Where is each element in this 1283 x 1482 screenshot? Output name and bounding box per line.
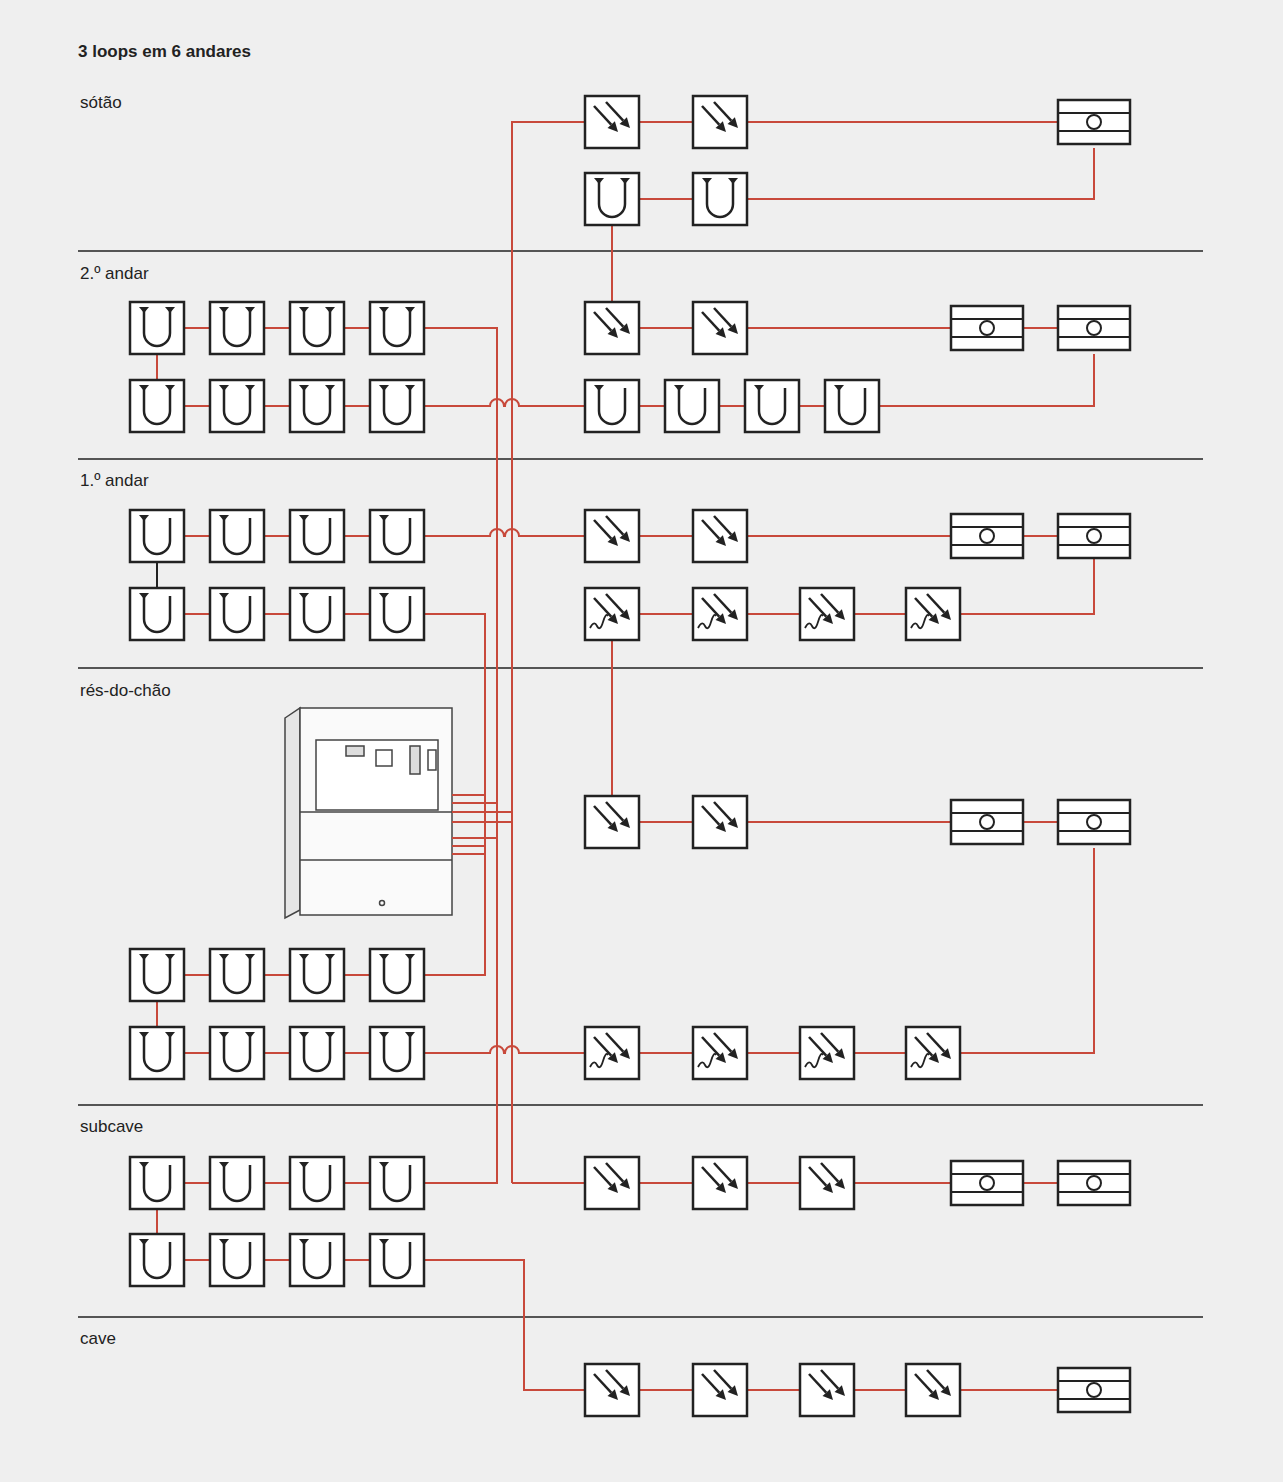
heat-detector-symbol: [290, 380, 344, 432]
heat-detector-symbol: [290, 302, 344, 354]
smoke-detector-symbol: [693, 510, 747, 562]
heat-detector-symbol: [210, 1027, 264, 1079]
heat-detector-symbol: [130, 510, 184, 562]
heat-detector-symbol: [210, 380, 264, 432]
floor-label: 1.º andar: [80, 471, 149, 491]
heat-detector-symbol: [290, 1234, 344, 1286]
manual-call-point-symbol: [951, 1161, 1023, 1205]
floor-label: subcave: [80, 1117, 143, 1137]
heat-detector-symbol: [130, 302, 184, 354]
heat-detector-symbol: [370, 949, 424, 1001]
multisensor-detector-symbol: [693, 1027, 747, 1079]
smoke-detector-symbol: [585, 96, 639, 148]
loop-wire: [452, 837, 497, 839]
smoke-detector-symbol: [585, 796, 639, 848]
heat-detector-symbol: [210, 588, 264, 640]
heat-detector-symbol: [290, 1157, 344, 1209]
heat-detector-symbol: [290, 588, 344, 640]
multisensor-detector-symbol: [800, 588, 854, 640]
heat-detector-symbol: [585, 380, 639, 432]
heat-detector-symbol: [210, 1234, 264, 1286]
manual-call-point-symbol: [951, 306, 1023, 350]
smoke-detector-symbol: [693, 96, 747, 148]
control-panel: [285, 708, 452, 918]
smoke-detector-symbol: [585, 1157, 639, 1209]
heat-detector-symbol: [585, 173, 639, 225]
heat-detector-symbol: [130, 1027, 184, 1079]
heat-detector-symbol: [210, 1157, 264, 1209]
smoke-detector-symbol: [585, 1364, 639, 1416]
loop-wire: [157, 328, 497, 1183]
smoke-detector-symbol: [585, 510, 639, 562]
heat-detector-symbol: [210, 510, 264, 562]
heat-detector-symbol: [370, 302, 424, 354]
multisensor-detector-symbol: [906, 588, 960, 640]
manual-call-point-symbol: [1058, 306, 1130, 350]
multisensor-detector-symbol: [585, 1027, 639, 1079]
smoke-detector-symbol: [585, 302, 639, 354]
heat-detector-symbol: [130, 949, 184, 1001]
smoke-detector-symbol: [800, 1157, 854, 1209]
manual-call-point-symbol: [951, 514, 1023, 558]
loop-wire: [157, 1183, 1094, 1390]
loop-wire: [157, 614, 485, 975]
heat-detector-symbol: [745, 380, 799, 432]
loop-wire: [157, 122, 1094, 1390]
manual-call-point-symbol: [1058, 1161, 1130, 1205]
loop-wire: [452, 794, 485, 796]
loop-wire: [612, 640, 1094, 822]
smoke-detector-symbol: [693, 1364, 747, 1416]
loop-wire: [452, 853, 485, 855]
manual-call-point-symbol: [1058, 800, 1130, 844]
loop-wire: [611, 225, 613, 302]
smoke-detector-symbol: [693, 1157, 747, 1209]
loop-wire: [612, 848, 1094, 1053]
loop-wire: [452, 811, 512, 813]
multisensor-detector-symbol: [906, 1027, 960, 1079]
heat-detector-symbol: [693, 173, 747, 225]
multisensor-detector-symbol: [693, 588, 747, 640]
heat-detector-symbol: [130, 1157, 184, 1209]
multisensor-detector-symbol: [585, 588, 639, 640]
heat-detector-symbol: [370, 1157, 424, 1209]
heat-detector-symbol: [370, 510, 424, 562]
smoke-detector-symbol: [906, 1364, 960, 1416]
diagram-title: 3 loops em 6 andares: [78, 42, 251, 62]
manual-call-point-symbol: [1058, 100, 1130, 144]
heat-detector-symbol: [130, 588, 184, 640]
floor-label: cave: [80, 1329, 116, 1349]
smoke-detector-symbol: [693, 302, 747, 354]
smoke-detector-symbol: [800, 1364, 854, 1416]
heat-detector-symbol: [370, 1027, 424, 1079]
heat-detector-symbol: [130, 380, 184, 432]
manual-call-point-symbol: [951, 800, 1023, 844]
floor-divider: [78, 251, 1203, 1317]
detector-symbols: [130, 96, 1130, 1416]
heat-detector-symbol: [130, 1234, 184, 1286]
loop-wire: [452, 821, 512, 823]
heat-detector-symbol: [210, 302, 264, 354]
floor-label: 2.º andar: [80, 264, 149, 284]
heat-detector-symbol: [825, 380, 879, 432]
heat-detector-symbol: [370, 588, 424, 640]
multisensor-detector-symbol: [800, 1027, 854, 1079]
heat-detector-symbol: [290, 510, 344, 562]
loop-wire: [512, 122, 1094, 1183]
heat-detector-symbol: [290, 1027, 344, 1079]
heat-detector-symbol: [210, 949, 264, 1001]
heat-detector-symbol: [370, 380, 424, 432]
heat-detector-symbol: [370, 1234, 424, 1286]
floor-label: sótão: [80, 93, 122, 113]
loop-wire: [452, 802, 497, 804]
manual-call-point-symbol: [1058, 514, 1130, 558]
floor-label: rés-do-chão: [80, 681, 171, 701]
loop-wire: [452, 845, 485, 847]
heat-detector-symbol: [665, 380, 719, 432]
manual-call-point-symbol: [1058, 1368, 1130, 1412]
heat-detector-symbol: [290, 949, 344, 1001]
smoke-detector-symbol: [693, 796, 747, 848]
loop-wire: [612, 148, 1094, 199]
